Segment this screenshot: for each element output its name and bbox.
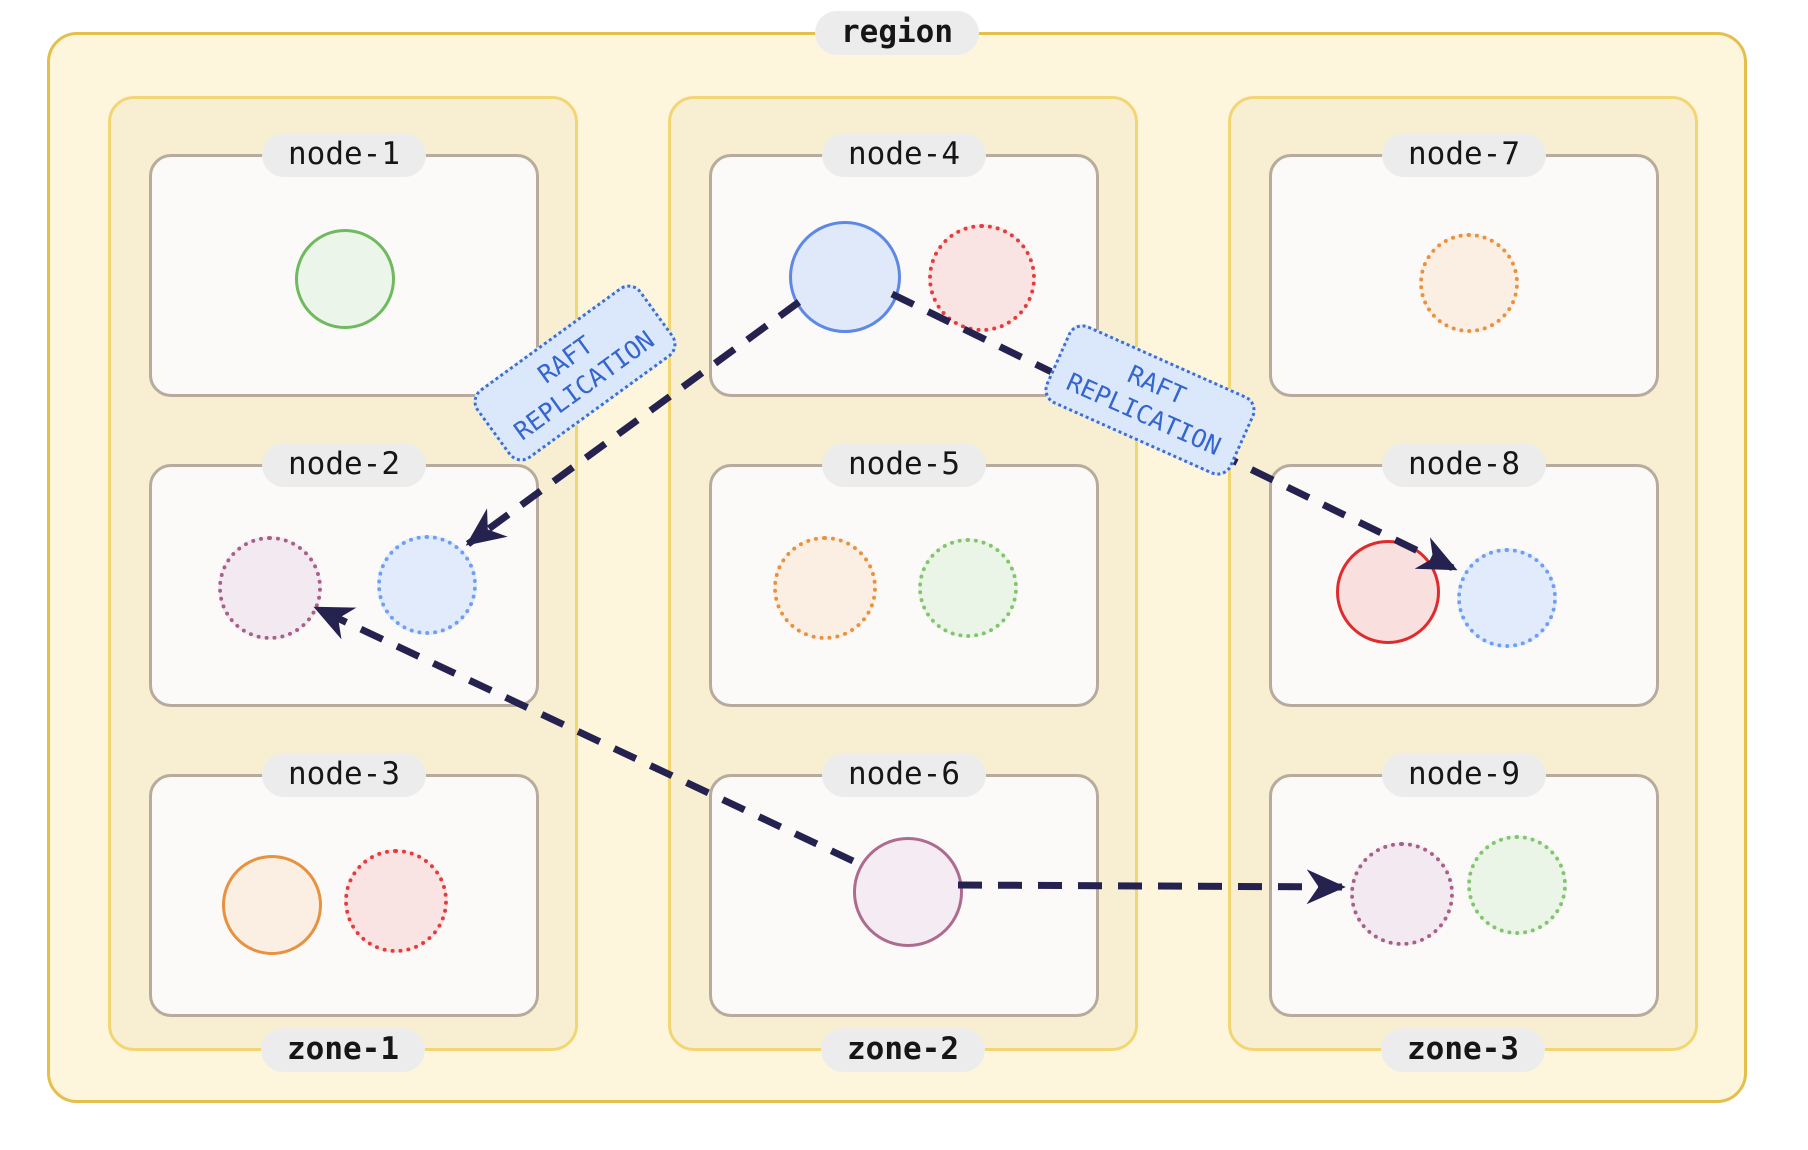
node-9-label: node-9	[1382, 753, 1546, 797]
node-8-box: node-8	[1269, 443, 1659, 707]
node-7-box: node-7	[1269, 133, 1659, 397]
replica-orange-solid	[222, 855, 322, 955]
replica-blue-leader-solid	[789, 221, 901, 333]
replica-purple-dotted	[218, 536, 322, 640]
region-label: region	[815, 11, 979, 55]
replica-red-dotted	[344, 849, 448, 953]
node-3-box: node-3	[149, 753, 539, 1017]
node-3-label: node-3	[262, 753, 426, 797]
node-9-box: node-9	[1269, 753, 1659, 1017]
node-2-box: node-2	[149, 443, 539, 707]
node-5-box: node-5	[709, 443, 1099, 707]
replica-red-dotted	[928, 224, 1036, 332]
replica-red-solid	[1336, 540, 1440, 644]
zone-2-container: node-4 node-5 node-6 zone-2	[668, 96, 1138, 1072]
node-1-label: node-1	[262, 133, 426, 177]
node-5-label: node-5	[822, 443, 986, 487]
node-2-label: node-2	[262, 443, 426, 487]
replica-purple-dotted	[1350, 842, 1454, 946]
replica-blue-dotted	[377, 535, 477, 635]
node-4-label: node-4	[822, 133, 986, 177]
zone-1-container: node-1 node-2 node-3 zone-1	[108, 96, 578, 1072]
zone-1-label: zone-1	[261, 1028, 425, 1072]
replica-orange-dotted	[1419, 233, 1519, 333]
node-7-label: node-7	[1382, 133, 1546, 177]
node-8-label: node-8	[1382, 443, 1546, 487]
replica-green-dotted	[918, 538, 1018, 638]
replica-green-solid	[295, 229, 395, 329]
zone-3-label: zone-3	[1381, 1028, 1545, 1072]
node-4-box: node-4	[709, 133, 1099, 397]
replica-purple-solid	[853, 837, 963, 947]
replica-green-dotted	[1467, 835, 1567, 935]
node-6-box: node-6	[709, 753, 1099, 1017]
replica-orange-dotted	[773, 536, 877, 640]
zone-3-container: node-7 node-8 node-9 zone-3	[1228, 96, 1698, 1072]
region-container: region node-1 node-2 node-3 zone-1 node-…	[47, 11, 1747, 1103]
node-1-box: node-1	[149, 133, 539, 397]
node-6-label: node-6	[822, 753, 986, 797]
replica-blue-dotted	[1457, 548, 1557, 648]
zone-2-label: zone-2	[821, 1028, 985, 1072]
